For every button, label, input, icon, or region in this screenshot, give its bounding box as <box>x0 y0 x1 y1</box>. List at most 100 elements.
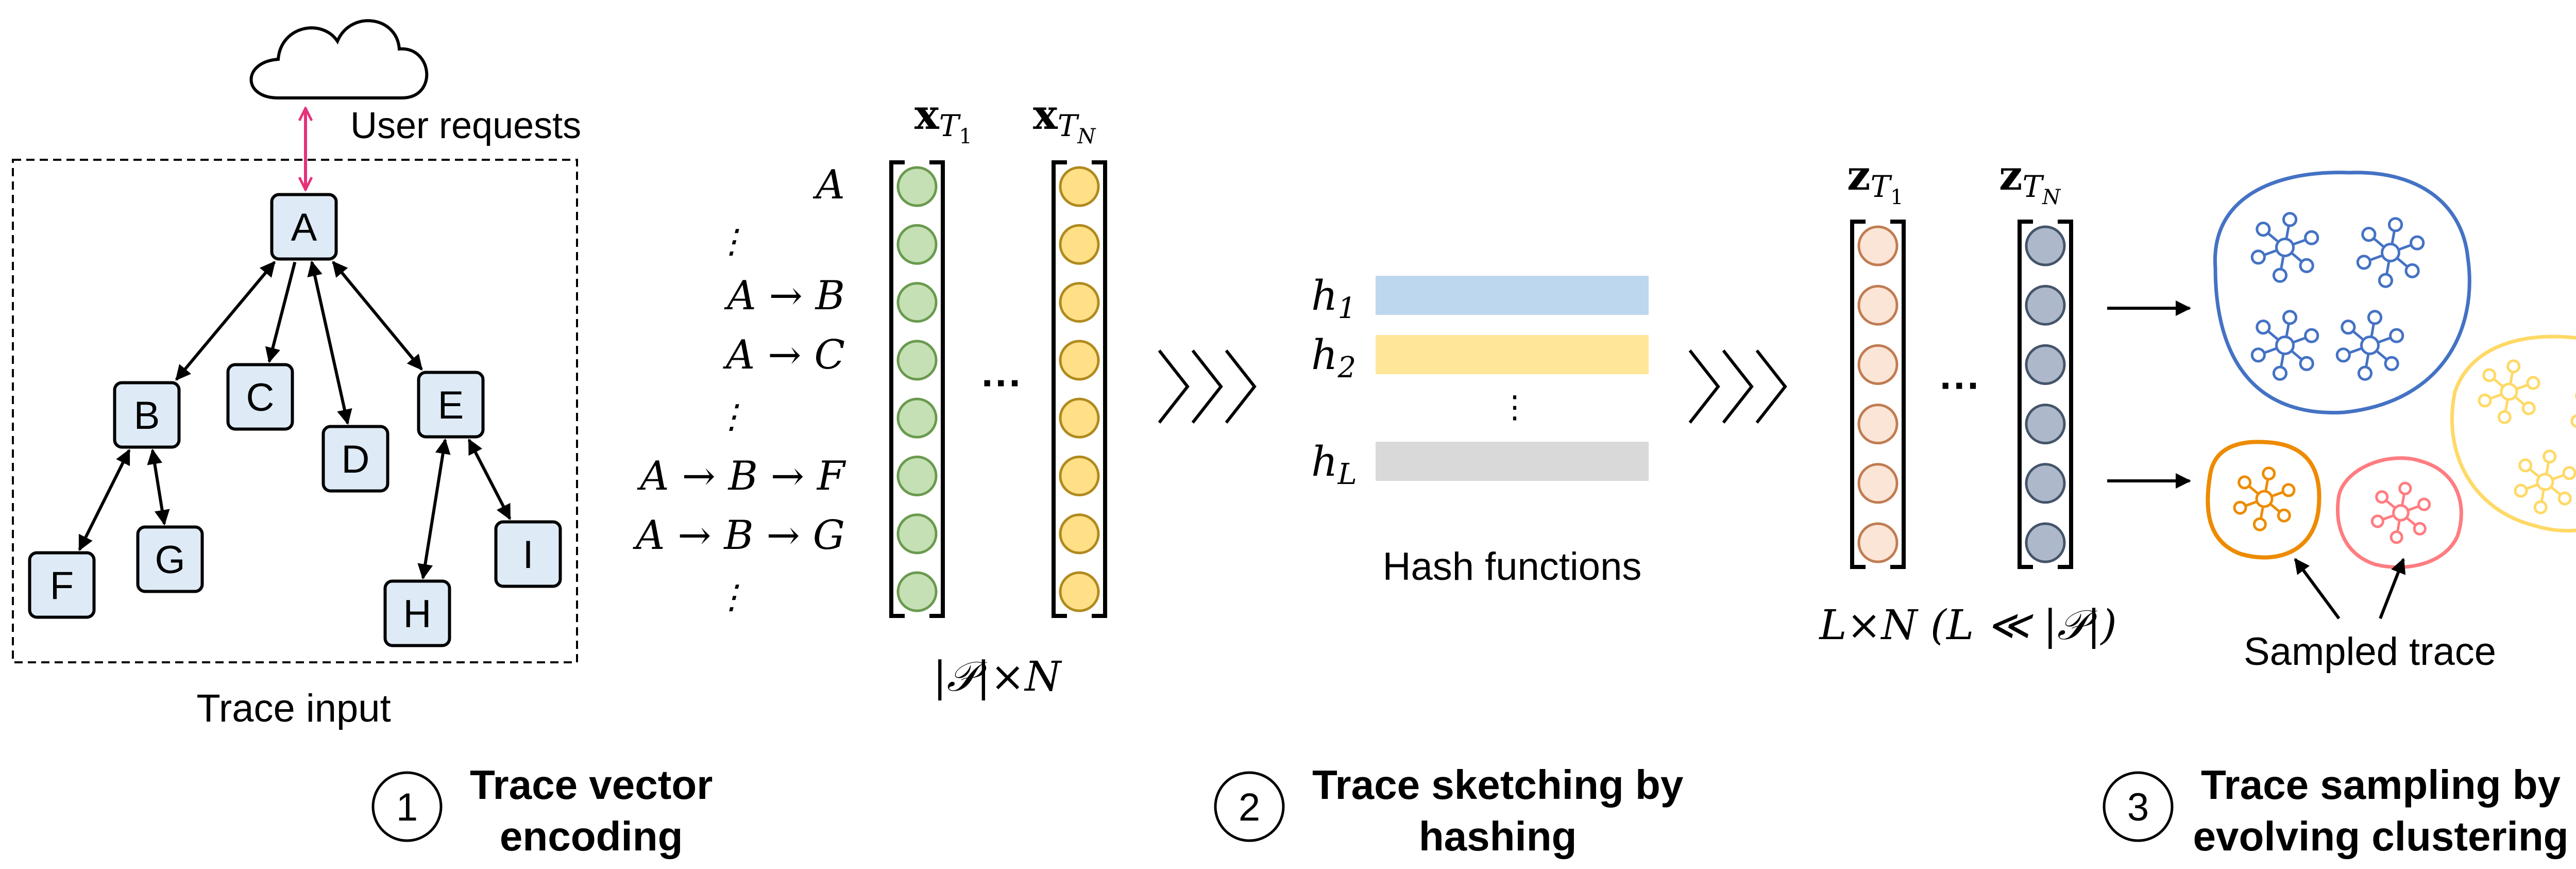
trace-node-box <box>113 381 181 449</box>
cluster-orange-outline <box>2206 440 2321 560</box>
trace-edge-a-d <box>307 260 352 425</box>
hash-function-bar <box>1376 442 1649 481</box>
trace-vectors: ··· xT1 xTN |𝒫|×N <box>889 90 1107 700</box>
hash-function-bar <box>1376 276 1649 315</box>
vector-entry <box>1059 455 1100 496</box>
trace-star-icon <box>2356 217 2425 288</box>
trace-star-icon <box>2514 449 2576 514</box>
sketch-ellipsis: ··· <box>1940 362 1981 408</box>
trace-node-label: B <box>134 394 160 438</box>
vector-bracket-right <box>1092 160 1107 618</box>
sketch-entry <box>2025 344 2066 385</box>
vector-entry <box>1059 282 1100 323</box>
flow-chevrons-2 <box>1688 349 1787 424</box>
sketch-dims-label: L×N (L ≪ |𝒫|) <box>1818 601 2116 649</box>
trace-node-label: I <box>522 533 533 577</box>
sketch-bracket-right <box>1890 220 1906 569</box>
hash-function-label: h2 <box>1311 331 1356 385</box>
vector-entry <box>896 282 938 323</box>
trace-edge-b-f <box>78 448 131 552</box>
trace-node-d: D <box>321 425 389 493</box>
sketch-entry <box>1857 522 1899 563</box>
sketch-bracket-left <box>1850 220 1866 569</box>
sketch-entry <box>2025 225 2066 266</box>
sketch-entry <box>1857 463 1899 504</box>
path-item: A → B → G <box>633 512 845 559</box>
trace-edge-a-e <box>332 261 423 371</box>
trace-node-box <box>226 363 294 431</box>
trace-node-label: H <box>403 592 432 636</box>
path-item: A → B <box>724 273 845 319</box>
vector-bracket-right <box>929 160 945 618</box>
vector-bracket-left <box>1052 160 1067 618</box>
trace-star-icon <box>2233 466 2296 531</box>
cluster-red-outline <box>2336 456 2463 569</box>
trace-sketches: ··· zT1 zTN L×N (L ≪ |𝒫|) <box>1818 151 2116 649</box>
hash-function-bar <box>1376 335 1649 374</box>
trace-node-box <box>28 551 96 619</box>
vector-entry <box>896 224 938 265</box>
trace-node-e: E <box>417 371 485 439</box>
trace-node-f: F <box>28 551 96 619</box>
vector-entry <box>1059 166 1100 207</box>
sketch-entry <box>2025 522 2066 563</box>
trace-node-c: C <box>226 363 294 431</box>
stage-number: 1 <box>396 786 418 829</box>
trace-node-box <box>321 425 389 493</box>
cluster-yellow-outline <box>2450 335 2576 533</box>
sketch-bracket-right <box>2058 220 2073 569</box>
sampled-trace-label: Sampled trace <box>2244 630 2496 674</box>
vector-entry <box>896 571 938 612</box>
trace-node-box <box>136 525 204 593</box>
trace-input-caption: Trace input <box>196 687 391 730</box>
trace-star-icon <box>2570 392 2576 428</box>
sketch-entry <box>1857 404 1899 445</box>
sketch-bracket-left <box>2018 220 2033 569</box>
trace-node-label: A <box>291 206 317 249</box>
trace-edge-b-g <box>147 448 170 526</box>
sketch-label-first: zT1 <box>1847 151 1904 209</box>
sketch-entry <box>1857 285 1899 326</box>
vector-entry <box>896 397 938 439</box>
trace-edge-a-b <box>175 261 276 381</box>
trace-star-icon <box>2250 212 2319 283</box>
stage-number: 3 <box>2127 786 2149 829</box>
vector-entry <box>1059 571 1100 612</box>
sketch-entry <box>1857 344 1899 385</box>
hash-function-label: hL <box>1311 438 1357 491</box>
sketch-entry <box>2025 404 2066 445</box>
sketch-label-last: zTN <box>1999 151 2061 209</box>
vector-entry <box>1059 224 1100 265</box>
trace-star-icon <box>2478 359 2540 424</box>
stage-caption-1: 1 Trace vector encoding <box>371 762 713 859</box>
vector-entry <box>896 340 938 381</box>
sketch-vector-first <box>1850 220 1906 569</box>
stage-title-line2: encoding <box>500 813 683 859</box>
flow-chevrons-1 <box>1158 349 1257 424</box>
stage-title-line1: Trace sketching by <box>1312 762 1684 808</box>
trace-node-label: D <box>342 438 370 481</box>
vector-entry <box>1059 340 1100 381</box>
path-item: A → C <box>723 332 845 378</box>
hash-caption: Hash functions <box>1383 545 1642 589</box>
stage-number-circle <box>1214 771 1285 842</box>
vector-dims-label: |𝒫|×N <box>933 653 1063 700</box>
stage-title-line2: evolving clustering <box>2193 813 2568 859</box>
vector-entry <box>1059 397 1100 439</box>
stage-number-circle <box>2103 771 2174 842</box>
sketch-entry <box>2025 285 2066 326</box>
trace-node-label: F <box>50 564 74 608</box>
stage-title-line2: hashing <box>1419 813 1577 859</box>
hash-ellipsis: ⋮ <box>1499 390 1530 424</box>
stage-title-line1: Trace vector <box>470 762 713 808</box>
vector-label-last: xTN <box>1033 90 1096 148</box>
vector-entry <box>1059 513 1100 555</box>
vector-entry <box>896 513 938 555</box>
sketch-entry <box>2025 463 2066 504</box>
